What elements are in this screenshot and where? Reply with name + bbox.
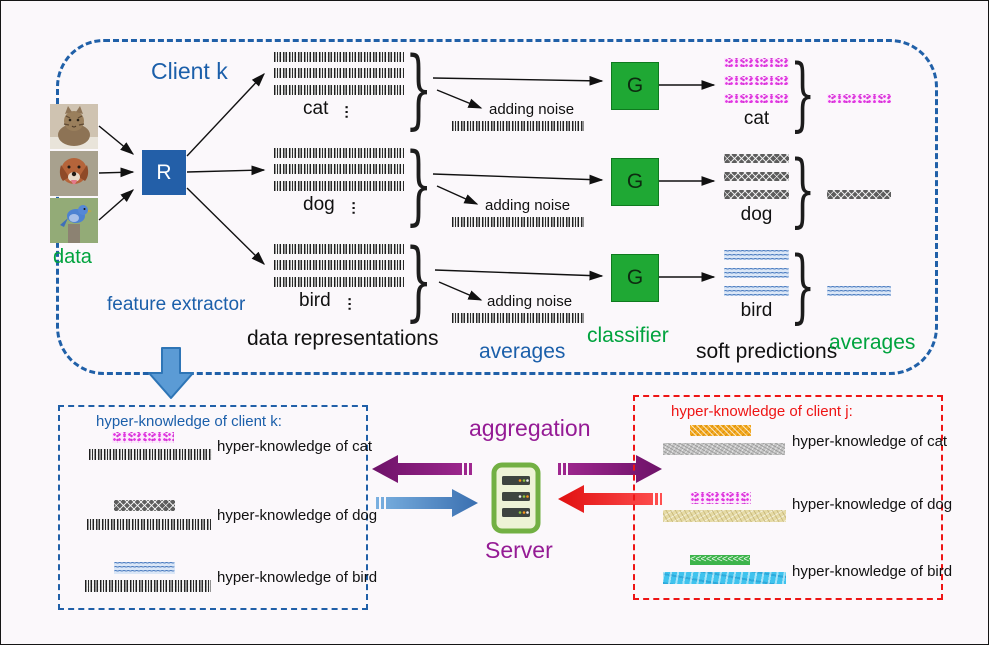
cat-average-bar [827,94,891,103]
bird-average-prediction-bar [114,562,175,574]
bird-prediction-label: bird [740,300,773,321]
purple-arrow-to-client-j [558,455,662,483]
dog-representation-bar [274,181,404,191]
classifier-box: G [611,62,659,110]
dog-prediction-label: dog [740,204,773,225]
cat-representation-label: cat … [303,98,359,122]
hyper-knowledge-client-j-title: hyper-knowledge of client j: [671,403,853,420]
aggregation-arrows [372,455,662,517]
aggregation-label: aggregation [469,415,591,441]
bird-representation-bar [274,260,404,270]
adding-noise-label: adding noise [489,101,575,118]
hyper-knowledge-dog-label: hyper-knowledge of dog [792,496,953,513]
brace: } [405,135,433,235]
feature-extractor-box: R [142,150,186,195]
cat-average-representation-bar [663,443,785,455]
adding-noise-label: adding noise [487,293,573,310]
dog-average-prediction-bar [690,492,751,504]
dog-representation-bar [274,148,404,158]
feature-extractor-label: feature extractor [107,294,246,315]
blue-arrow-to-server [376,489,478,517]
cat-prediction-label: cat [743,108,770,129]
ellipsis-dots: … [341,104,359,122]
bird-representation-bar [274,244,404,254]
soft-predictions-label: soft predictions [696,340,838,363]
server-icon [491,462,541,534]
hyper-knowledge-cat-label: hyper-knowledge of cat [792,433,948,450]
cat-photo [50,104,98,149]
hyper-knowledge-client-k-box: hyper-knowledge of client k: hyper-knowl… [58,405,377,610]
hyper-knowledge-cat-label: hyper-knowledge of cat [217,438,373,455]
classifier-box: G [611,254,659,302]
connector-arrows [98,72,716,301]
red-arrow-to-server [558,485,662,513]
brace: } [790,143,816,236]
ellipsis-dots: … [348,200,366,218]
cat-representation-bar [274,85,404,95]
dog-average-prediction-bar [114,500,175,511]
bird-representation-label: bird … [299,290,362,314]
adding-noise-label: adding noise [485,197,571,214]
hyper-knowledge-dog-label: hyper-knowledge of dog [217,507,378,524]
data-representations-label: data representations [247,327,439,350]
cat-prediction-bar [724,94,789,103]
client-k-box: Client k [50,39,938,375]
cat-representation-bar [274,68,404,78]
cat-prediction-bar [724,76,789,85]
brace: } [405,39,433,139]
dog-representation-bar [274,164,404,174]
bird-average-representation-bar [85,580,211,592]
hyper-knowledge-bird-label: hyper-knowledge of bird [217,569,378,586]
bird-representation-bar [274,277,404,287]
cat-average-representation-bar [89,449,212,460]
brace: } [790,239,816,332]
cat-average-prediction-bar [112,432,174,443]
client-k-title: Client k [151,58,228,84]
dog-prediction-bar [724,190,789,199]
noise-bar [452,217,584,227]
dog-photo [50,151,98,196]
dog-average-representation-bar [87,519,211,530]
dog-prediction-bar [724,172,789,181]
averages-label-blue: averages [479,340,566,363]
noise-bar [452,313,584,323]
brace: } [790,47,816,140]
bird-prediction-bar [724,250,789,260]
bird-prediction-bar [724,268,789,278]
hyper-knowledge-bird-label: hyper-knowledge of bird [792,563,953,580]
dog-average-representation-bar [663,510,786,522]
purple-arrow-to-client-k [372,455,472,483]
dog-representation-label: dog … [303,194,366,218]
server-label: Server [485,537,553,563]
ellipsis-dots: … [344,296,362,314]
classifier-label: classifier [587,324,669,347]
cat-average-prediction-bar [690,425,751,436]
bird-photo [50,198,98,243]
dog-average-bar [827,190,891,199]
noise-bar [452,121,584,131]
bird-average-bar [827,286,891,296]
bird-prediction-bar [724,286,789,296]
down-arrow-icon [148,347,194,399]
averages-label-green: averages [829,331,916,354]
bird-average-representation-bar [663,572,786,584]
hyper-knowledge-client-j-box: hyper-knowledge of client j: hyper-knowl… [633,395,952,600]
brace: } [405,231,433,331]
cat-representation-bar [274,52,404,62]
cat-prediction-bar [724,58,789,67]
bird-average-prediction-bar [690,555,750,565]
classifier-box: G [611,158,659,206]
hyper-knowledge-client-k-title: hyper-knowledge of client k: [96,413,282,430]
data-label: data [53,246,92,268]
dog-prediction-bar [724,154,789,163]
